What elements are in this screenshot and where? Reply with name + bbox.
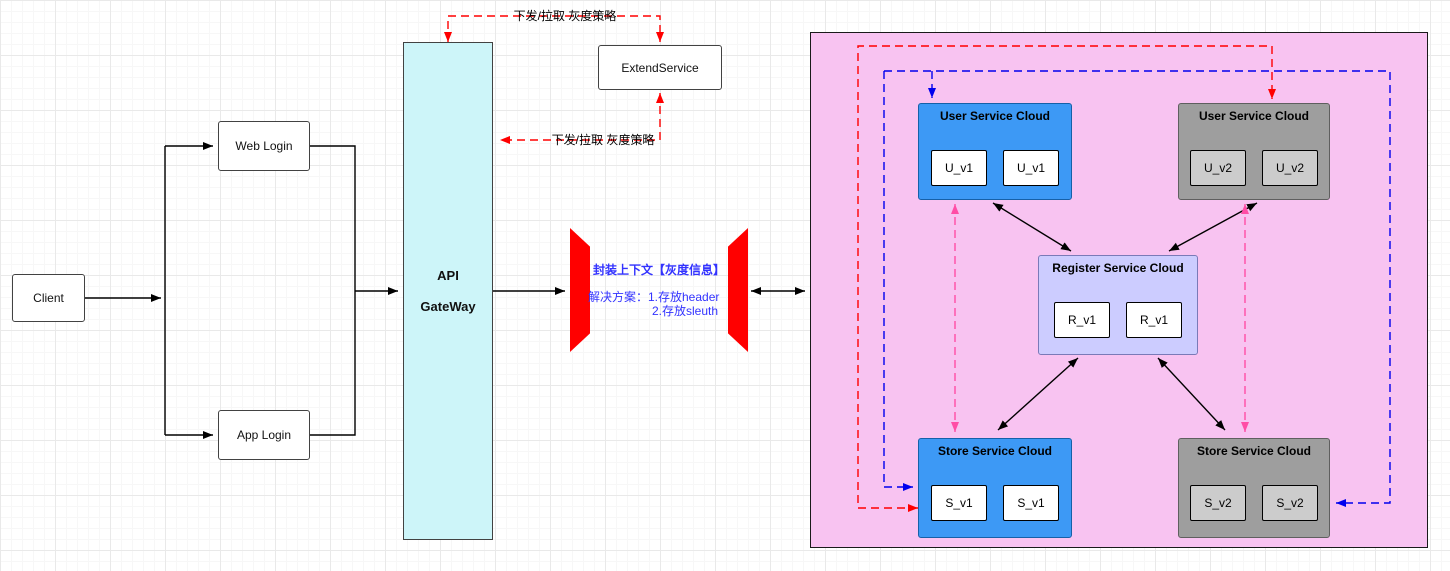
- context-note-title: 封装上下文【灰度信息】: [592, 263, 725, 277]
- cloud-store-v2-title: Store Service Cloud: [1196, 444, 1312, 458]
- node-client: Client: [12, 274, 85, 322]
- cloud-store-v2: Store Service Cloud S_v2 S_v2: [1178, 438, 1330, 538]
- service-box-u-v2-b: U_v2: [1262, 150, 1318, 186]
- service-box-s-v2-b: S_v2: [1262, 485, 1318, 521]
- cloud-register-boxes: R_v1 R_v1: [1039, 302, 1197, 338]
- cloud-store-v1-title: Store Service Cloud: [937, 444, 1053, 458]
- node-extend-service: ExtendService: [598, 45, 722, 90]
- context-note-line3: 2.存放sleuth: [652, 304, 719, 318]
- service-box-s-v1-b: S_v1: [1003, 485, 1059, 521]
- api-gateway-label-line1: API: [437, 268, 459, 283]
- context-note-line2: 解决方案：1.存放header: [588, 290, 720, 304]
- red-bracket-left: [570, 228, 590, 352]
- node-api-gateway: API GateWay: [403, 42, 493, 540]
- context-note: 封装上下文【灰度信息】 解决方案：1.存放header 2.存放sleuth: [586, 263, 732, 318]
- edge-app-login-bus: [310, 291, 356, 436]
- service-box-u-v1-a: U_v1: [931, 150, 987, 186]
- service-box-r-v1-b: R_v1: [1126, 302, 1182, 338]
- cloud-user-v1-title: User Service Cloud: [939, 109, 1051, 123]
- cloud-store-v2-boxes: S_v2 S_v2: [1179, 485, 1329, 521]
- cloud-user-v2: User Service Cloud U_v2 U_v2: [1178, 103, 1330, 200]
- cloud-user-v2-title: User Service Cloud: [1198, 109, 1310, 123]
- service-box-u-v1-b: U_v1: [1003, 150, 1059, 186]
- cloud-user-v2-boxes: U_v2 U_v2: [1179, 150, 1329, 186]
- cloud-store-v1-boxes: S_v1 S_v1: [919, 485, 1071, 521]
- cloud-register-title: Register Service Cloud: [1052, 261, 1184, 275]
- red-bracket-right: [728, 228, 748, 352]
- cloud-user-v1-boxes: U_v1 U_v1: [919, 150, 1071, 186]
- service-box-s-v2-a: S_v2: [1190, 485, 1246, 521]
- node-app-login: App Login: [218, 410, 310, 460]
- service-box-r-v1-a: R_v1: [1054, 302, 1110, 338]
- edge-label-policy-mid: 下发/拉取 灰度策略: [551, 133, 655, 147]
- cloud-register: Register Service Cloud R_v1 R_v1: [1038, 255, 1198, 355]
- edge-label-policy-top: 下发/拉取 灰度策略: [513, 9, 617, 23]
- cloud-store-v1: Store Service Cloud S_v1 S_v1: [918, 438, 1072, 538]
- edge-web-login-bus: [310, 145, 356, 291]
- node-web-login: Web Login: [218, 121, 310, 171]
- api-gateway-label-line2: GateWay: [420, 299, 476, 314]
- service-box-u-v2-a: U_v2: [1190, 150, 1246, 186]
- service-box-s-v1-a: S_v1: [931, 485, 987, 521]
- cloud-user-v1: User Service Cloud U_v1 U_v1: [918, 103, 1072, 200]
